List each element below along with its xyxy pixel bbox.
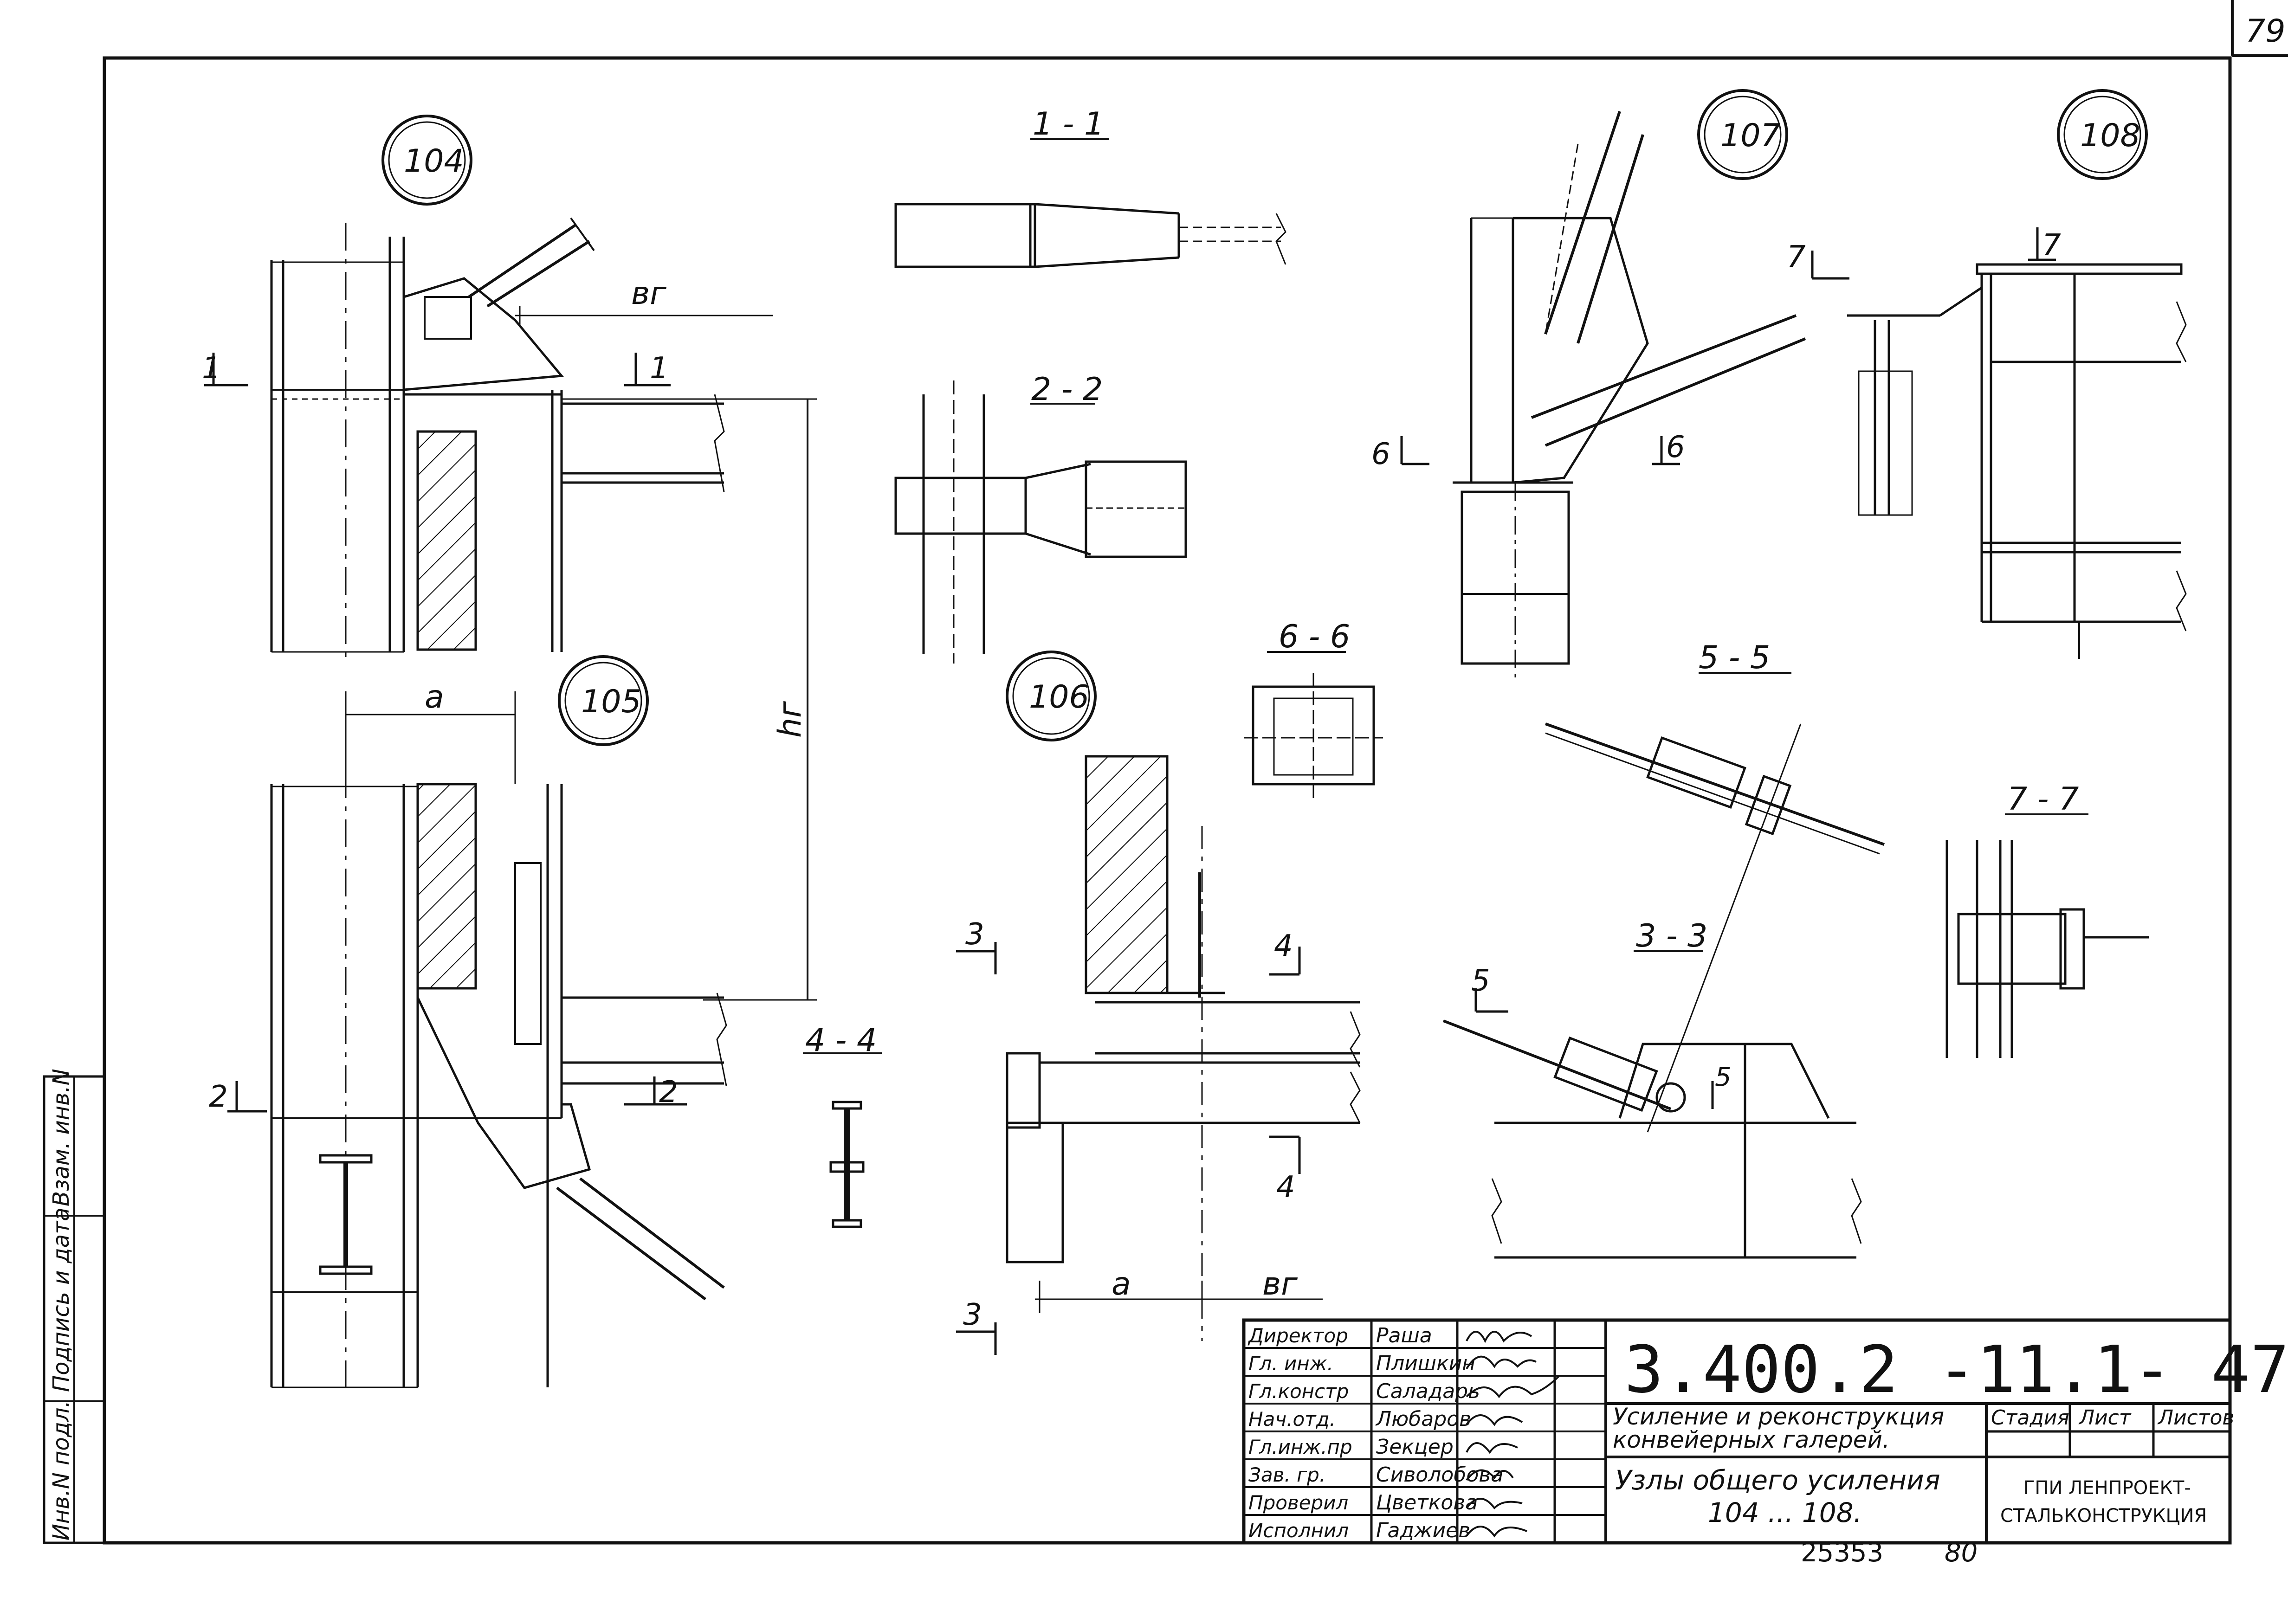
left-strip: Взам. инв.N Подпись и дата Инв.N подл.	[43, 1069, 106, 1544]
label-105: 105	[581, 683, 641, 720]
mark-3-top: 3	[965, 917, 984, 952]
staff-name: Гаджиев	[1376, 1519, 1470, 1542]
staff-name: Зекцер	[1376, 1435, 1454, 1459]
mark-4-bottom: 4	[1276, 1170, 1295, 1205]
mark-1-right: 1	[650, 351, 669, 386]
sheet-title-line1: Узлы общего усиления	[1615, 1464, 1940, 1496]
section-6-6	[1244, 651, 1383, 798]
section-5-5	[1545, 672, 1885, 1133]
detail-107	[1400, 89, 1849, 682]
col-stage: Стадия	[1991, 1406, 2069, 1430]
staff-role: Зав. гр.	[1248, 1463, 1325, 1486]
archive-number-2: 80	[1945, 1538, 1978, 1568]
label-104: 104	[404, 143, 464, 180]
label-section-5-5: 5 - 5	[1699, 639, 1770, 676]
mark-5-right: 5	[1715, 1062, 1732, 1092]
staff-role: Нач.отд.	[1248, 1408, 1336, 1431]
mark-7-108: 7	[2042, 228, 2061, 263]
org-line2: СТАЛЬКОНСТРУКЦИЯ	[2000, 1505, 2207, 1527]
staff-name: Сиволобова	[1376, 1463, 1503, 1487]
section-7-7	[1945, 813, 2149, 1058]
section-3-3	[1442, 950, 1862, 1259]
label-section-7-7: 7 - 7	[2007, 781, 2079, 818]
label-106: 106	[1029, 679, 1089, 715]
mark-7-107: 7	[1787, 240, 1806, 274]
subject-line2: конвейерных галерей.	[1613, 1426, 1890, 1453]
section-1-1	[894, 138, 1286, 268]
label-bg-104: вг	[631, 275, 667, 312]
label-section-2-2: 2 - 2	[1031, 371, 1103, 408]
drawing-frame	[103, 56, 2232, 1545]
staff-name: Саладарь	[1376, 1379, 1480, 1403]
page-number-box: 79	[2231, 0, 2288, 57]
section-2-2	[894, 380, 1187, 664]
staff-role: Гл.констр	[1248, 1380, 1349, 1403]
strip-inv-podl: Инв.N подл.	[48, 1400, 74, 1540]
staff-role: Исполнил	[1248, 1519, 1349, 1542]
label-bg-106: вг	[1262, 1266, 1298, 1302]
staff-role: Директор	[1247, 1324, 1348, 1347]
staff-name: Раша	[1376, 1324, 1432, 1347]
col-sheets: Листов	[2157, 1406, 2234, 1430]
mark-4-top: 4	[1274, 929, 1293, 963]
page-number: 79	[2245, 13, 2286, 50]
mark-6-right: 6	[1666, 430, 1685, 464]
mark-1-left: 1	[202, 351, 221, 386]
mark-2-right: 2	[659, 1075, 678, 1109]
section-4-4	[803, 1052, 882, 1228]
staff-table: Директор Раша Гл. инж. Плишкин Гл.констр…	[1247, 1324, 1503, 1542]
document-code: 3.400.2 -11.1- 47КМ	[1624, 1332, 2288, 1408]
signature-scribbles	[1466, 1331, 1560, 1538]
title-block	[1242, 1318, 2232, 1545]
mark-5-left: 5	[1471, 964, 1490, 998]
label-107: 107	[1720, 117, 1781, 154]
label-a-105: a	[425, 679, 444, 715]
label-a-106: a	[1112, 1266, 1131, 1302]
staff-name: Любаров	[1375, 1407, 1471, 1431]
detail-105	[227, 655, 727, 1394]
staff-role: Гл. инж.	[1248, 1352, 1333, 1375]
label-hg: hг	[772, 701, 808, 738]
mark-6-left: 6	[1371, 437, 1390, 471]
label-section-4-4: 4 - 4	[805, 1022, 877, 1059]
strip-vzam: Взам. инв.N	[48, 1069, 74, 1206]
label-section-3-3: 3 - 3	[1636, 918, 1707, 954]
staff-name: Цветкова	[1376, 1491, 1478, 1514]
detail-108	[1847, 89, 2187, 659]
staff-name: Плишкин	[1376, 1352, 1475, 1375]
staff-role: Проверил	[1248, 1491, 1348, 1514]
col-sheet: Лист	[2078, 1406, 2132, 1430]
label-section-1-1: 1 - 1	[1033, 106, 1104, 142]
mark-2-left: 2	[209, 1080, 228, 1114]
archive-number: 25353	[1801, 1538, 1883, 1568]
org-line1: ГПИ ЛЕНПРОЕКТ-	[2023, 1477, 2191, 1499]
mark-3-bottom: 3	[963, 1298, 982, 1332]
detail-106	[956, 651, 1361, 1355]
subject-line1: Усиление и реконструкция	[1613, 1403, 1944, 1430]
label-108: 108	[2080, 117, 2140, 154]
strip-podpis: Подпись и дата	[48, 1207, 74, 1392]
sheet-title-line2: 104 ... 108.	[1708, 1497, 1862, 1528]
detail-104	[204, 115, 817, 1001]
staff-role: Гл.инж.пр	[1248, 1436, 1352, 1458]
label-section-6-6: 6 - 6	[1279, 619, 1350, 655]
